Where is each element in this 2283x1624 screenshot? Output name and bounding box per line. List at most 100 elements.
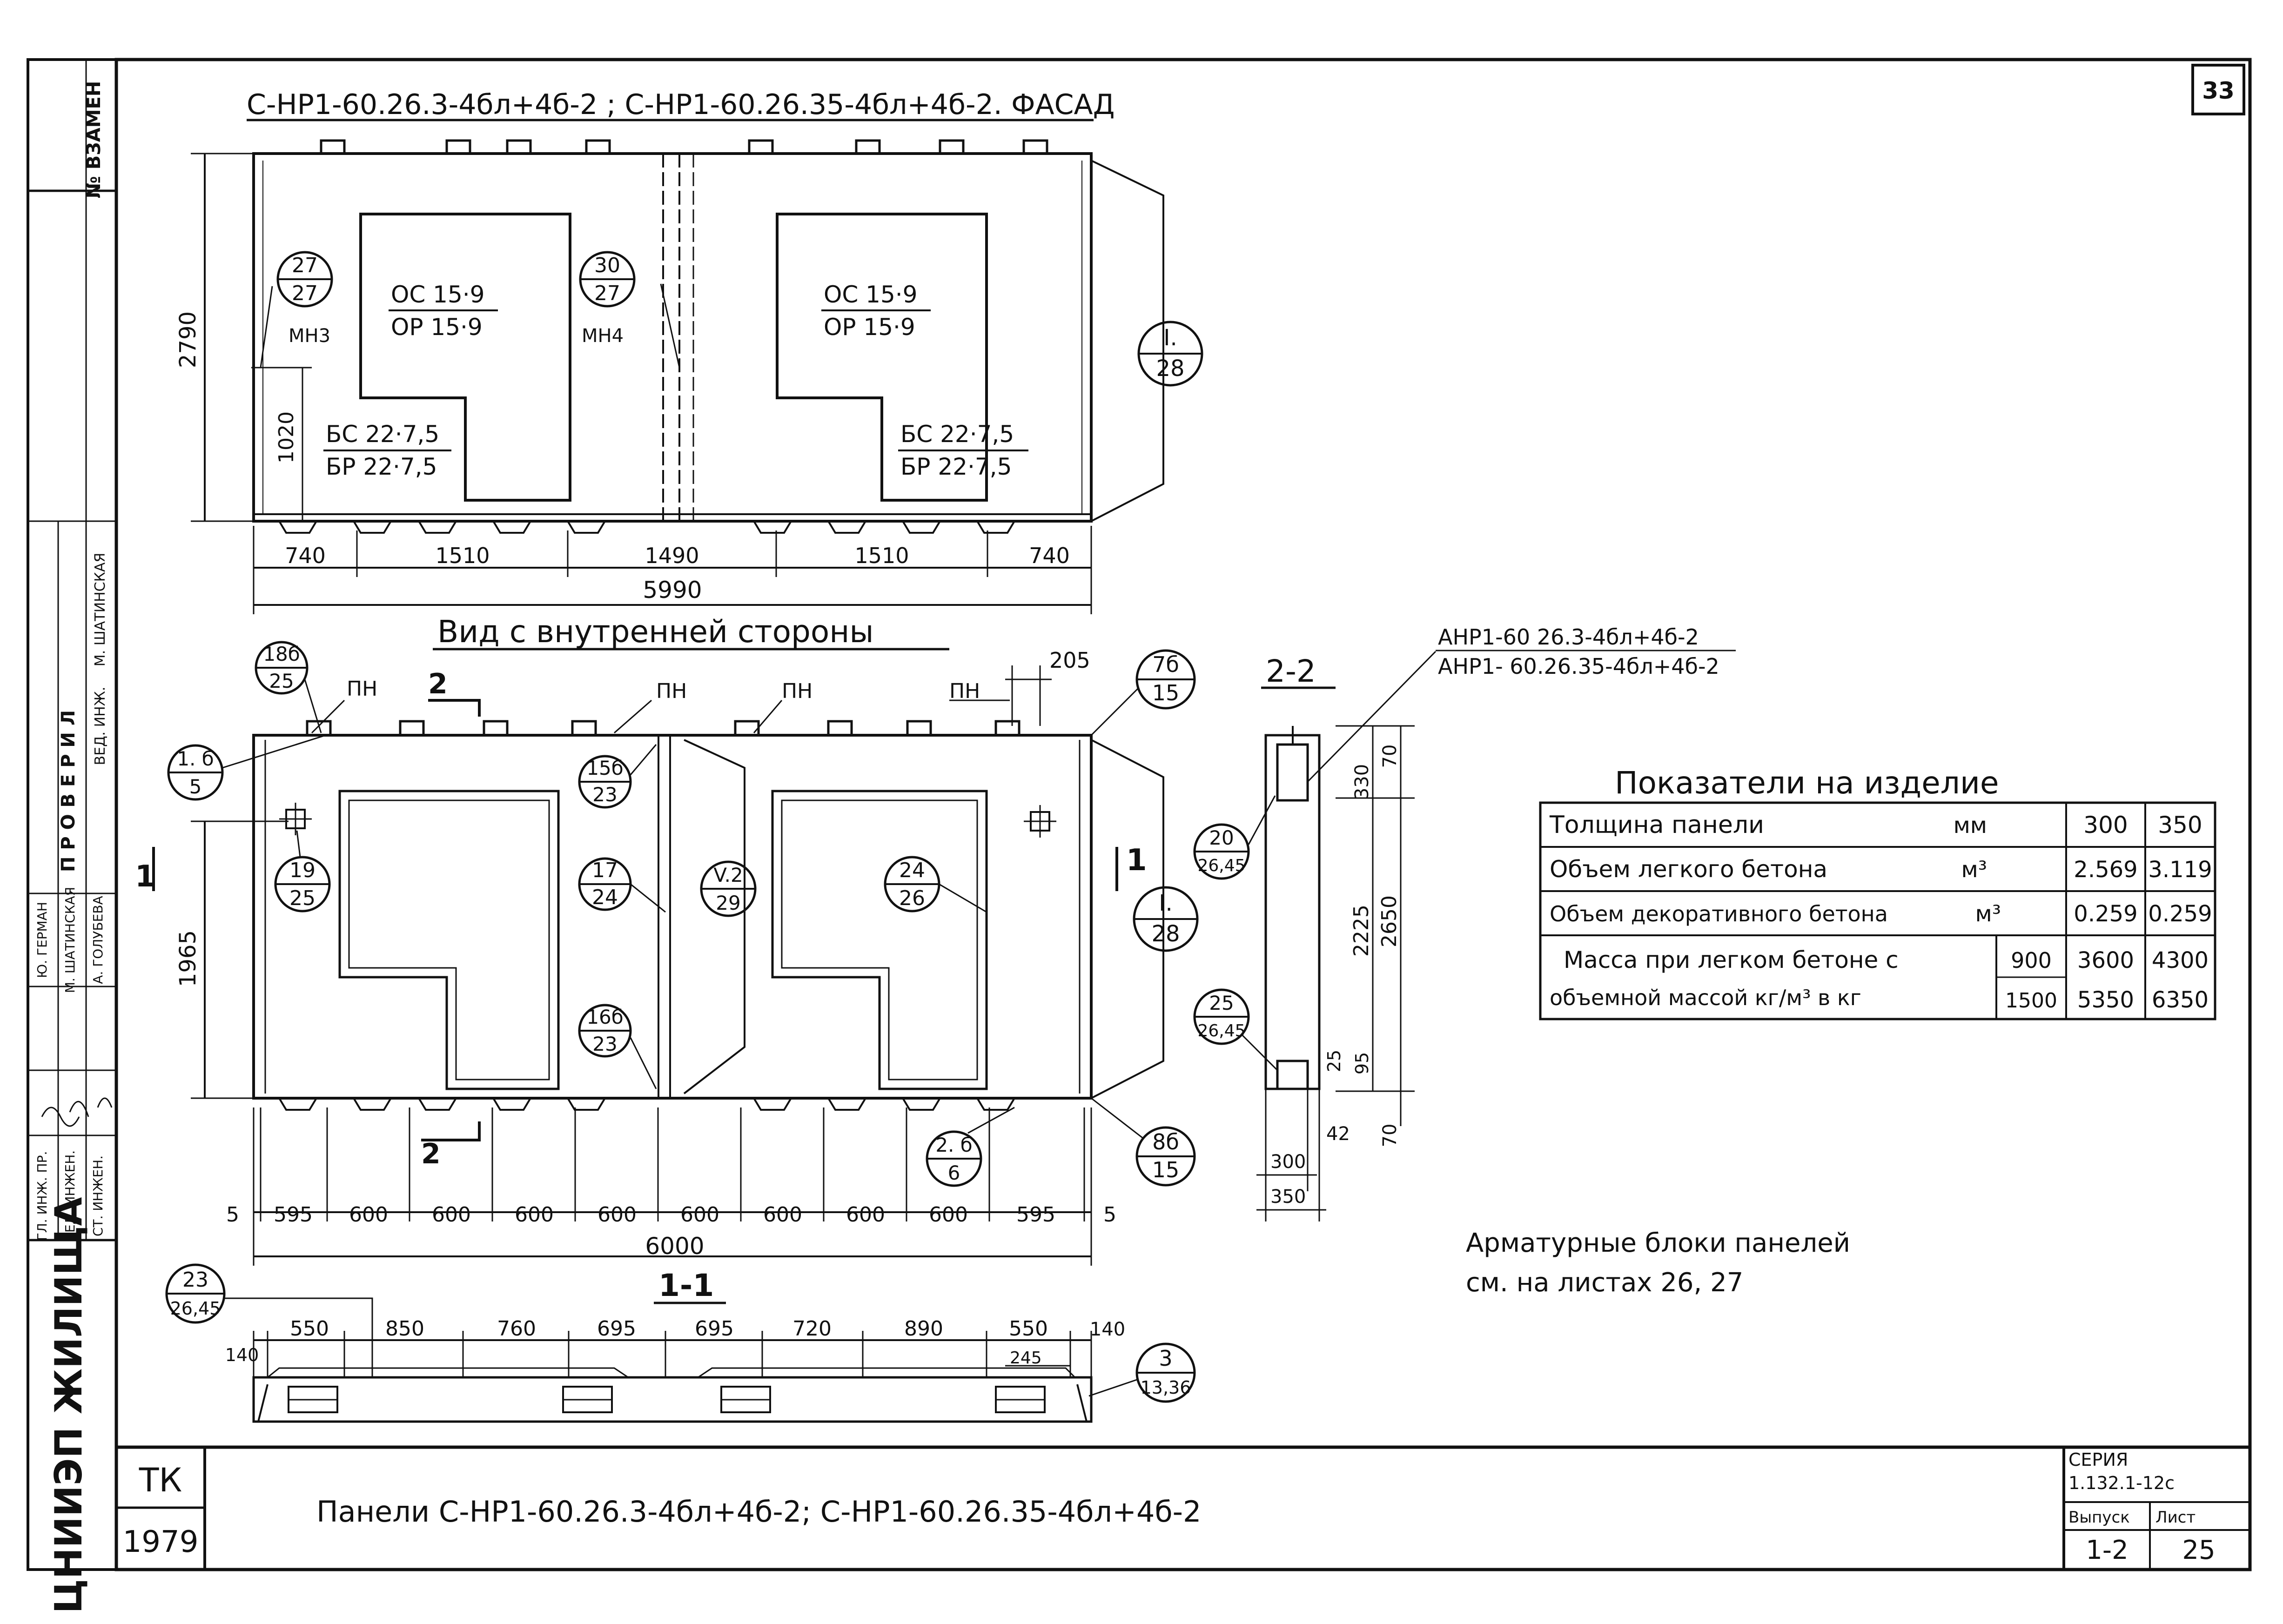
callout-30-27: 30 27 xyxy=(579,251,636,308)
callout-20-2645: 20 26,45 xyxy=(1193,795,1276,880)
sec22-dim-70a: 70 xyxy=(1379,745,1401,768)
facade-dim-4: 1510 xyxy=(854,543,909,568)
title-stamp: ТК 1979 Панели С-НР1-60.26.3-4бл+4б-2; С… xyxy=(116,1447,2250,1570)
callout-3-1336: 3 13,36 xyxy=(1088,1342,1196,1403)
sec22-dim-95: 95 xyxy=(1352,1052,1372,1074)
sec11-dim-695a: 695 xyxy=(597,1317,636,1341)
svg-text:26,45: 26,45 xyxy=(1197,856,1245,875)
org-name: ЦНИИЭП ЖИЛИЩА xyxy=(47,1197,90,1613)
svg-text:6: 6 xyxy=(948,1161,960,1184)
name-2: М. ШАТИНСКАЯ xyxy=(62,887,78,993)
zamen-label: № ВЗАМЕН xyxy=(83,81,105,199)
svg-text:15: 15 xyxy=(1152,680,1180,705)
row2-v1: 2.569 xyxy=(2074,857,2137,883)
sec11-dim-550b: 550 xyxy=(1009,1317,1048,1341)
svg-text:26,45: 26,45 xyxy=(1197,1021,1245,1040)
inner-dim-2: 595 xyxy=(274,1203,313,1227)
pn-label-2: ПН xyxy=(656,679,687,703)
indicators-title: Показатели на изделие xyxy=(1615,765,1999,801)
callout-17-24: 17 24 xyxy=(578,857,666,913)
svg-text:V.2: V.2 xyxy=(713,864,743,886)
svg-text:7б: 7б xyxy=(1152,652,1179,677)
callout-18b-25: 18б 25 xyxy=(255,641,322,733)
sec11-dim-760: 760 xyxy=(497,1317,536,1341)
row3-v2: 0.259 xyxy=(2148,901,2212,927)
note-line-2: см. на листах 26, 27 xyxy=(1466,1268,1743,1298)
inner-dim-7: 600 xyxy=(680,1203,719,1227)
window-mark-1: ОС 15·9 xyxy=(391,281,485,308)
svg-text:27: 27 xyxy=(594,282,620,305)
svg-text:26: 26 xyxy=(899,886,925,910)
window-mark-2: ОС 15·9 xyxy=(824,281,918,308)
note-line-1: Арматурные блоки панелей xyxy=(1466,1228,1850,1258)
inner-dim-5: 600 xyxy=(515,1203,554,1227)
inner-opening-left xyxy=(338,790,560,1090)
name-1: Ю. ГЕРМАН xyxy=(34,902,50,978)
callout-25-2645: 25 26,45 xyxy=(1193,988,1278,1071)
issue-value: 1-2 xyxy=(2086,1535,2128,1565)
mass-m2a: 5350 xyxy=(2077,987,2134,1013)
svg-text:24: 24 xyxy=(592,886,618,909)
sec11-dim-890: 890 xyxy=(904,1317,943,1341)
section-1-1: 1-1 140 550 850 760 695 xyxy=(165,1263,1196,1423)
facade-dim-5: 740 xyxy=(1029,543,1070,568)
callout-8b-15: 8б 15 xyxy=(1091,1097,1196,1187)
svg-text:1. б: 1. б xyxy=(177,747,214,770)
svg-text:13,36: 13,36 xyxy=(1141,1377,1191,1398)
sec22-dim-42: 42 xyxy=(1326,1123,1350,1145)
row2-v2: 3.119 xyxy=(2148,857,2212,883)
sec22-dim-25: 25 xyxy=(1324,1050,1344,1072)
balcony-mark-2b: БР 22·7,5 xyxy=(900,453,1012,480)
signatures xyxy=(41,1097,113,1127)
row3-v1: 0.259 xyxy=(2074,901,2137,927)
mass-m1b: 4300 xyxy=(2152,947,2209,973)
svg-text:8б: 8б xyxy=(1152,1129,1179,1154)
sec22-dim-2650: 2650 xyxy=(1377,895,1401,947)
svg-text:25: 25 xyxy=(1209,992,1234,1014)
opening-right xyxy=(776,213,988,502)
callout-19-25: 19 25 xyxy=(274,830,331,913)
callout-V2-29: V.2 29 xyxy=(700,860,757,917)
opening-left xyxy=(359,213,571,502)
svg-text:15: 15 xyxy=(1152,1157,1180,1182)
svg-text:27: 27 xyxy=(292,282,318,305)
row2-unit: м³ xyxy=(1961,857,1987,883)
inner-total: 6000 xyxy=(645,1233,704,1260)
svg-text:25: 25 xyxy=(289,886,316,910)
stamp-year: 1979 xyxy=(123,1525,199,1559)
facade-dim-1: 740 xyxy=(285,543,326,568)
window-mark-1b: ОР 15·9 xyxy=(391,314,483,341)
svg-text:27: 27 xyxy=(292,254,318,277)
section-2-2: 2-2 АНР1-60 26.3-4бл+4б-2 АНР1- 60.26.35… xyxy=(1193,624,1736,1221)
svg-text:I.: I. xyxy=(1159,890,1172,916)
callout-15b-23: 15б 23 xyxy=(578,744,657,809)
callout-I-28-facade: I. 28 xyxy=(1091,160,1203,522)
inner-loops xyxy=(306,720,1021,735)
balcony-mark-2: БС 22·7,5 xyxy=(900,421,1014,448)
section11-title: 1-1 xyxy=(658,1268,714,1303)
row1-unit: мм xyxy=(1954,812,1987,839)
facade-height: 2790 xyxy=(175,311,201,368)
issue-label: Выпуск xyxy=(2068,1508,2130,1527)
facade-total: 5990 xyxy=(643,577,702,604)
mass-d1: 900 xyxy=(2011,948,2052,973)
callout-23-2645: 23 26,45 xyxy=(165,1263,373,1377)
inner-view: Вид с внутренней стороны ПН ПН ПН ПН xyxy=(135,614,1199,1266)
mass-m2b: 6350 xyxy=(2152,987,2209,1013)
sheet-label: Лист xyxy=(2155,1508,2196,1527)
callout-7b-15: 7б 15 xyxy=(1090,649,1196,736)
window-mark-2b: ОР 15·9 xyxy=(824,314,915,341)
inner-dim-11: 595 xyxy=(1016,1203,1055,1227)
sec22-dim-300: 300 xyxy=(1270,1151,1306,1173)
section22-leader-1: АНР1-60 26.3-4бл+4б-2 xyxy=(1438,624,1699,650)
inner-dim-8: 600 xyxy=(763,1203,802,1227)
callout-27-27: 27 27 xyxy=(276,251,333,308)
row3-unit: м³ xyxy=(1975,901,2001,927)
svg-text:5: 5 xyxy=(189,775,202,798)
section-mark-1-right: 1 xyxy=(1126,843,1147,878)
svg-text:24: 24 xyxy=(899,859,925,882)
inner-keys xyxy=(278,1097,1015,1111)
mass-d2: 1500 xyxy=(2005,989,2057,1013)
inner-top-dim: 205 xyxy=(1049,648,1090,673)
